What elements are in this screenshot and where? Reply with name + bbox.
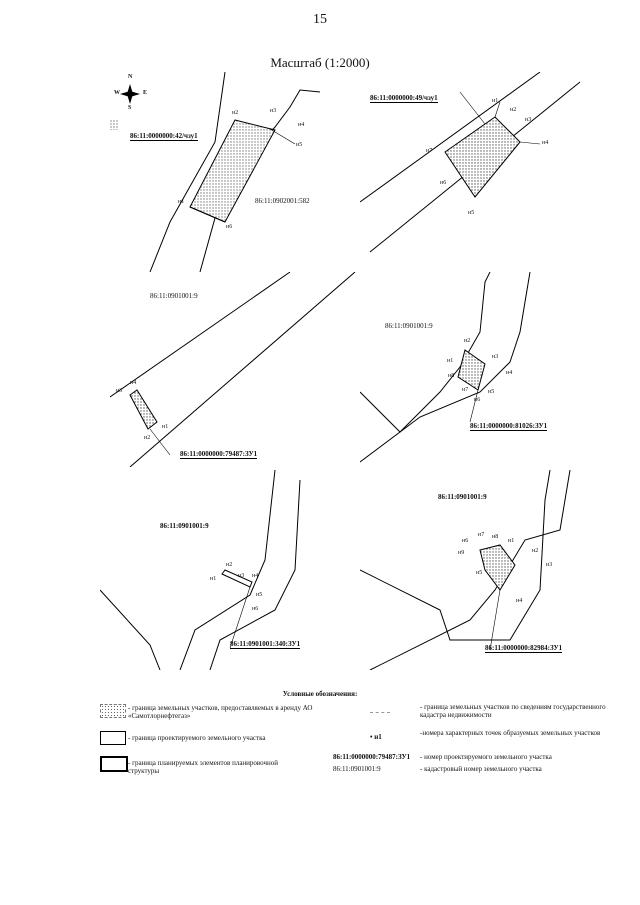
- parcel-label: 86:11:0000000:81026:ЗУ1: [470, 422, 548, 431]
- point-label: н1: [178, 199, 185, 205]
- cadastral-label: 86:11:0901001:9: [385, 322, 433, 330]
- map-panel-2: 86:11:0000000:49/чзу1 н1 н2 н3 н4 н5 н6 …: [360, 72, 600, 262]
- legend-swatch-dotted: [100, 704, 126, 718]
- map-panel-3-drawing: [110, 272, 356, 467]
- point-label: н4: [506, 370, 513, 376]
- point-label: н1: [210, 576, 217, 582]
- compass-e: E: [143, 90, 148, 96]
- parcel-label: 86:11:0901001:340:ЗУ1: [230, 640, 301, 649]
- parcel-label: 86:11:0000000:42/чзу1: [130, 132, 198, 141]
- point-label: н6: [252, 606, 259, 612]
- point-label: н3: [238, 573, 245, 579]
- map-panel-3: 86:11:0901001:9 86:11:0000000:79487:ЗУ1 …: [110, 272, 360, 467]
- point-label: н1: [447, 358, 454, 364]
- point-label: н2: [232, 110, 239, 116]
- point-label: н2: [532, 548, 539, 554]
- cadastral-label: 86:11:0901001:9: [438, 493, 487, 501]
- point-label: н4: [516, 598, 523, 604]
- point-label: н2: [226, 562, 233, 568]
- point-label: н4: [252, 573, 259, 579]
- point-label: н6: [474, 397, 481, 403]
- legend-title: Условные обозначения:: [282, 690, 358, 698]
- legend-item-text: - граница земельных участков, предоставл…: [128, 704, 313, 720]
- map-panel-2-drawing: [360, 72, 581, 253]
- parcel-label: 86:11:0000000:79487:ЗУ1: [180, 450, 258, 459]
- map-panel-4-drawing: [360, 272, 531, 463]
- legend-swatch-project: [100, 731, 126, 745]
- map-panel-1-drawing: [110, 72, 321, 272]
- point-label: н1: [162, 424, 169, 430]
- map-panel-1: N S W E 86:11:0000000:42/чзу1 86:11:0902…: [110, 72, 360, 272]
- point-label: н1: [508, 538, 515, 544]
- point-label: н3: [525, 117, 532, 123]
- map-panel-5: 86:11:0901001:9 86:11:0901001:340:ЗУ1 н1…: [100, 470, 355, 670]
- cadastral-label: 86:11:0901001:9: [150, 292, 198, 300]
- compass-n: N: [128, 74, 133, 80]
- point-label: н1: [492, 98, 499, 104]
- compass-rose-icon: [120, 84, 140, 104]
- legend-marker: • н1: [370, 733, 382, 741]
- compass-s: S: [128, 105, 132, 111]
- point-label: н6: [462, 538, 469, 544]
- cadastral-label: 86:11:0902001:582: [255, 197, 310, 205]
- map-panel-5-drawing: [100, 470, 301, 670]
- point-label: н2: [144, 435, 151, 441]
- legend-item-text: - граница проектируемого земельного учас…: [128, 734, 266, 742]
- legend-item-text: - граница планируемых элементов планиров…: [128, 759, 279, 775]
- point-label: н4: [130, 380, 137, 386]
- point-label: н2: [464, 338, 471, 344]
- point-label: н3: [492, 354, 499, 360]
- legend-marker: 86:11:0000000:79487:ЗУ1: [333, 753, 411, 761]
- point-label: н4: [298, 122, 305, 128]
- point-label: н3: [116, 388, 123, 394]
- legend-item-text: - кадастровый номер земельного участка: [420, 765, 542, 773]
- point-label: н5: [256, 592, 263, 598]
- legend-swatch-cadastre: [370, 712, 390, 716]
- point-label: н5: [468, 210, 475, 216]
- parcel-label: 86:11:0000000:82984:ЗУ1: [485, 644, 563, 653]
- legend-item-text: - номер проектируемого земельного участк…: [420, 753, 552, 761]
- compass-w: W: [114, 90, 120, 96]
- map-panel-4: 86:11:0901001:9 86:11:0000000:81026:ЗУ1 …: [360, 272, 600, 467]
- point-label: н5: [296, 142, 303, 148]
- scale-title: Масштаб (1:2000): [270, 55, 370, 70]
- legend-item-text: - граница земельных участков по сведения…: [420, 703, 606, 719]
- point-label: н5: [476, 570, 483, 576]
- point-label: н6: [440, 180, 447, 186]
- map-panel-6-drawing: [360, 470, 571, 670]
- point-label: н8: [492, 534, 499, 540]
- point-label: н3: [270, 108, 277, 114]
- point-label: н7: [478, 532, 485, 538]
- legend-swatch-planning: [100, 756, 128, 772]
- point-label: н9: [458, 550, 465, 556]
- cadastral-label: 86:11:0901001:9: [160, 522, 209, 530]
- point-label: н7: [462, 387, 469, 393]
- legend-item-text: -номера характерных точек образуемых зем…: [420, 729, 601, 737]
- legend-marker: 86:11:0901001:9: [333, 765, 381, 773]
- parcel-label: 86:11:0000000:49/чзу1: [370, 94, 438, 103]
- point-label: н5: [488, 389, 495, 395]
- point-label: н2: [510, 107, 517, 113]
- point-label: н8: [448, 373, 455, 379]
- point-label: н4: [542, 140, 549, 146]
- page-number: 15: [313, 12, 327, 27]
- point-label: н3: [546, 562, 553, 568]
- map-panel-6: 86:11:0901001:9 86:11:0000000:82984:ЗУ1 …: [360, 470, 600, 670]
- point-label: н6: [226, 224, 233, 230]
- point-label: н7: [426, 148, 433, 154]
